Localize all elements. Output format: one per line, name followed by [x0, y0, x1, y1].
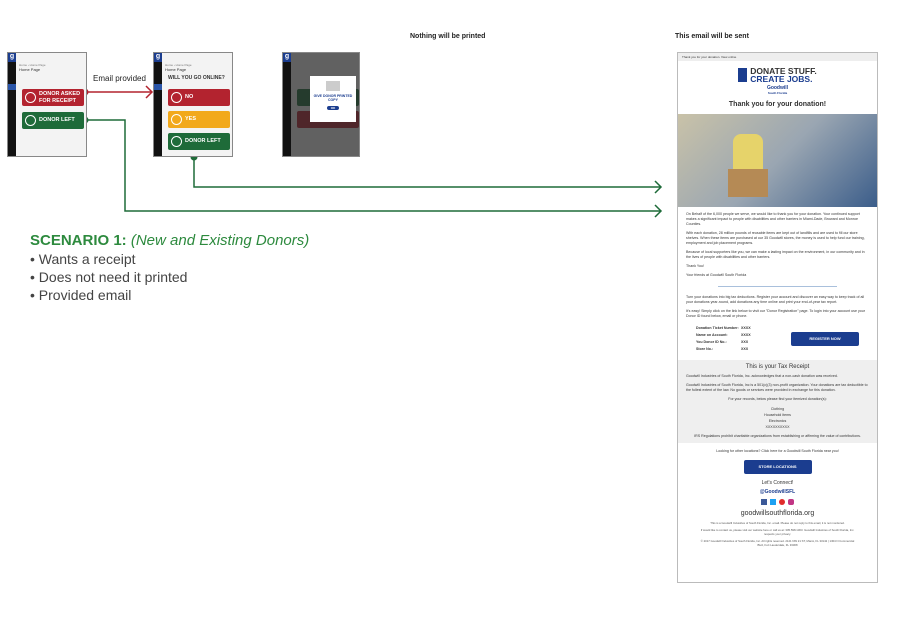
email-preview: Thank you for your donation. View online…	[677, 52, 878, 583]
field-value: XXX	[741, 339, 749, 344]
store-locations-button[interactable]: STORE LOCATIONS	[743, 459, 812, 474]
brand: Goodwill	[766, 85, 789, 91]
body-paragraph: On Behalf of the 6,000 people we serve, …	[686, 211, 860, 226]
breadcrumb: Home › Home Page	[165, 63, 192, 67]
field-label: Store No.:	[696, 346, 714, 351]
page-title: Home Page	[165, 67, 187, 72]
button-label: DONOR ASKED FOR RECEIPT	[39, 91, 81, 104]
scenario-label: SCENARIO 1:	[30, 232, 127, 249]
body-paragraph: Turn your donations into big tax deducti…	[686, 295, 865, 305]
walking-person-icon	[171, 136, 182, 147]
donation-item: Electronics	[768, 419, 787, 424]
field-value: XXXX	[741, 333, 751, 338]
goodwill-logo: g	[154, 53, 162, 62]
button-label: DONOR LEFT	[185, 138, 221, 145]
footer-text: © 2017 Goodwill Industries of South Flor…	[700, 539, 855, 547]
tax-paragraph: Goodwill Industries of South Florida, In…	[686, 382, 868, 392]
green-arrow-2	[193, 157, 663, 194]
body-paragraph: Because of local supporters like you, we…	[686, 249, 865, 260]
donation-item: XXXXXXXXXX	[765, 425, 790, 430]
instagram-icon[interactable]	[788, 498, 794, 505]
button-label: DONOR LEFT	[39, 117, 75, 124]
walking-person-icon	[25, 115, 36, 126]
donor-asked-receipt-button[interactable]: DONOR ASKED FOR RECEIPT	[22, 89, 84, 106]
footer-text: If would like to contact us, please visi…	[700, 528, 855, 537]
page-title: Home Page	[19, 67, 41, 72]
body-paragraph: Thank You!	[686, 264, 704, 269]
computer-icon	[171, 114, 182, 125]
field-label: You Donor ID No.:	[696, 339, 727, 344]
donor-left-button[interactable]: DONOR LEFT	[168, 133, 230, 150]
button-label: NO	[185, 94, 194, 101]
bullet: • Provided email	[30, 287, 132, 303]
body-paragraph: It's easy! Simply click on the link belo…	[686, 309, 865, 319]
goodwill-logo: g	[8, 53, 16, 62]
bullet: • Wants a receipt	[30, 251, 136, 267]
screen-print-modal: g GIVE DONOR PRINTED COPY OK	[282, 52, 360, 157]
locations-link[interactable]: Looking for other locations? Click here …	[716, 448, 839, 453]
question: WILL YOU GO ONLINE?	[168, 75, 225, 81]
facebook-icon[interactable]	[761, 498, 767, 505]
green-arrow-1	[85, 119, 663, 218]
modal-text: GIVE DONOR PRINTED COPY	[313, 94, 353, 102]
tax-paragraph: Goodwill Industries of South Florida, In…	[686, 373, 838, 378]
email-sent-label: This email will be sent	[675, 33, 749, 40]
print-modal: GIVE DONOR PRINTED COPY OK	[310, 76, 356, 122]
bullet: • Does not need it printed	[30, 269, 188, 285]
tax-receipt-section: This is your Tax Receipt Goodwill Indust…	[678, 359, 877, 443]
scenario-block: SCENARIO 1: (New and Existing Donors) • …	[30, 232, 309, 304]
breadcrumb: Home › Home Page	[19, 63, 46, 67]
donation-item: Household items	[764, 413, 791, 418]
register-now-button[interactable]: REGISTER NOW	[791, 331, 859, 346]
red-arrow	[85, 85, 154, 99]
irs-note: IRS Regulations prohibit charitable orga…	[694, 433, 861, 438]
body-paragraph: With each donation, 28 million pounds of…	[686, 230, 865, 245]
home-icon[interactable]	[154, 84, 162, 90]
ok-button[interactable]: OK	[327, 106, 339, 110]
tax-records: For your records, below please find your…	[728, 397, 827, 402]
body-paragraph: Your friends at Goodwill South Florida	[686, 273, 747, 278]
brand-sub: South Florida	[767, 91, 788, 95]
website-link[interactable]: goodwillsouthflorida.org	[740, 509, 815, 517]
pinterest-icon[interactable]	[779, 498, 785, 505]
home-icon[interactable]	[8, 84, 16, 90]
field-label: Name on Account:	[696, 333, 728, 338]
twitter-icon[interactable]	[770, 498, 776, 505]
no-button[interactable]: NO	[168, 89, 230, 106]
donor-left-button[interactable]: DONOR LEFT	[22, 112, 84, 129]
thanks-heading: Thank you for your donation!	[728, 101, 827, 108]
connect-heading: Let's Connect!	[761, 479, 794, 486]
headline: DONATE STUFF.	[750, 66, 817, 76]
hero-image	[678, 113, 877, 207]
nothing-printed-label: Nothing will be printed	[410, 33, 486, 40]
scenario-title: SCENARIO 1: (New and Existing Donors)	[30, 232, 309, 250]
yes-button[interactable]: YES	[168, 111, 230, 128]
receipt-icon	[25, 92, 36, 103]
goodwill-logo: g	[283, 53, 291, 62]
preheader: Thank you for your donation. View online	[678, 53, 877, 61]
email-provided-label: Email provided	[93, 74, 146, 83]
social-handle[interactable]: @GoodwillSFL	[759, 488, 796, 495]
donation-item: Clothing	[770, 407, 785, 412]
printer-icon	[326, 81, 340, 91]
headline: CREATE JOBS.	[750, 74, 813, 84]
footer-text: This is a Goodwill Industries of South F…	[710, 521, 845, 526]
goodwill-g-icon	[738, 68, 748, 82]
field-value: XXX	[741, 346, 749, 351]
tax-receipt-title: This is your Tax Receipt	[745, 363, 810, 370]
field-value: XXXX	[741, 326, 751, 331]
computer-icon	[171, 92, 182, 103]
scenario-subtitle: (New and Existing Donors)	[130, 232, 310, 249]
button-label: YES	[185, 116, 197, 123]
field-label: Donation Ticket Number:	[696, 326, 739, 331]
divider	[718, 286, 837, 288]
